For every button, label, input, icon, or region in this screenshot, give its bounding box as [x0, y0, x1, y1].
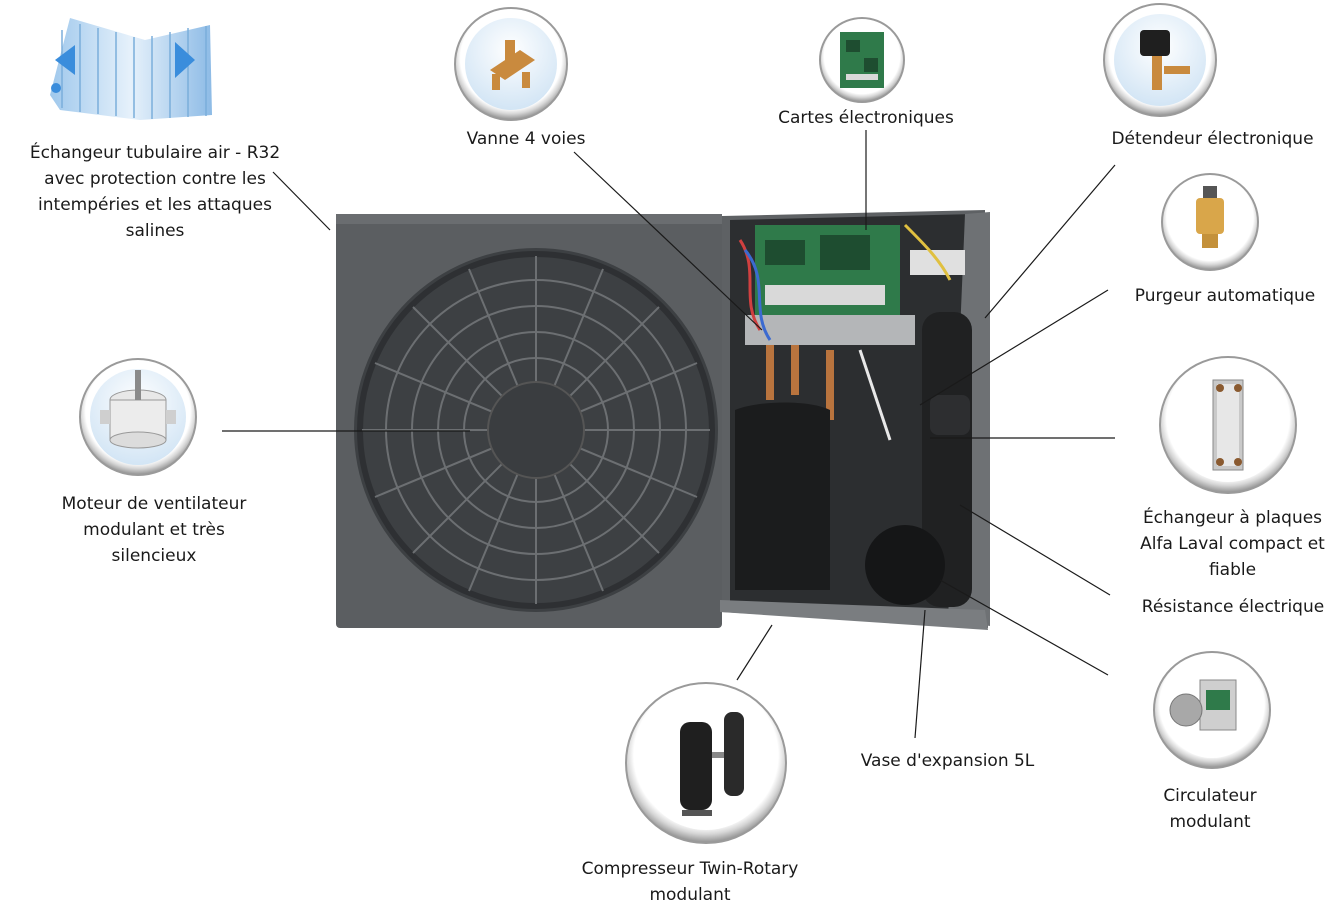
- valve-icon: [454, 7, 568, 121]
- leader-detendeur: [984, 164, 1116, 319]
- coil-icon: [50, 18, 212, 120]
- leader-compresseur: [736, 624, 773, 681]
- label-vanne: Vanne 4 voies: [466, 129, 586, 149]
- label-circulateur: Circulateur modulant: [1163, 786, 1257, 832]
- label-detendeur: Détendeur électronique: [1111, 129, 1314, 149]
- leader-lines: [222, 130, 1116, 739]
- label-purgeur: Purgeur automatique: [1134, 286, 1316, 306]
- fan-motor-icon: [79, 358, 197, 476]
- compressor-icon: [625, 682, 787, 844]
- circulator-pump-icon: [1153, 651, 1271, 769]
- leader-vanne: [573, 151, 763, 331]
- unit-cylinder: [922, 312, 972, 607]
- leader-echangeur-air: [272, 171, 331, 231]
- label-echangeur-plaques: Échangeur à plaques Alfa Laval compact e…: [1140, 508, 1325, 580]
- plate-exchanger-icon: [1159, 356, 1297, 494]
- leader-circulateur: [939, 579, 1109, 676]
- label-cartes: Cartes électroniques: [778, 108, 954, 128]
- label-compresseur: Compresseur Twin-Rotary modulant: [581, 859, 799, 905]
- unit-compressor: [865, 525, 945, 605]
- circuit-board-icon: [819, 17, 905, 103]
- leader-purgeur: [919, 289, 1109, 406]
- label-vase: Vase d'expansion 5L: [860, 751, 1035, 771]
- heat-pump-unit: [336, 210, 990, 630]
- label-echangeur-air: Échangeur tubulaire air - R32 avec prote…: [29, 143, 281, 241]
- expansion-valve-icon: [1103, 3, 1217, 117]
- label-moteur: Moteur de ventilateur modulant et très s…: [61, 494, 247, 566]
- leader-vase: [914, 609, 926, 739]
- leader-resistance: [959, 504, 1111, 596]
- label-resistance: Résistance électrique: [1141, 597, 1325, 617]
- fan-grill: [354, 248, 718, 612]
- air-vent-icon: [1161, 173, 1259, 271]
